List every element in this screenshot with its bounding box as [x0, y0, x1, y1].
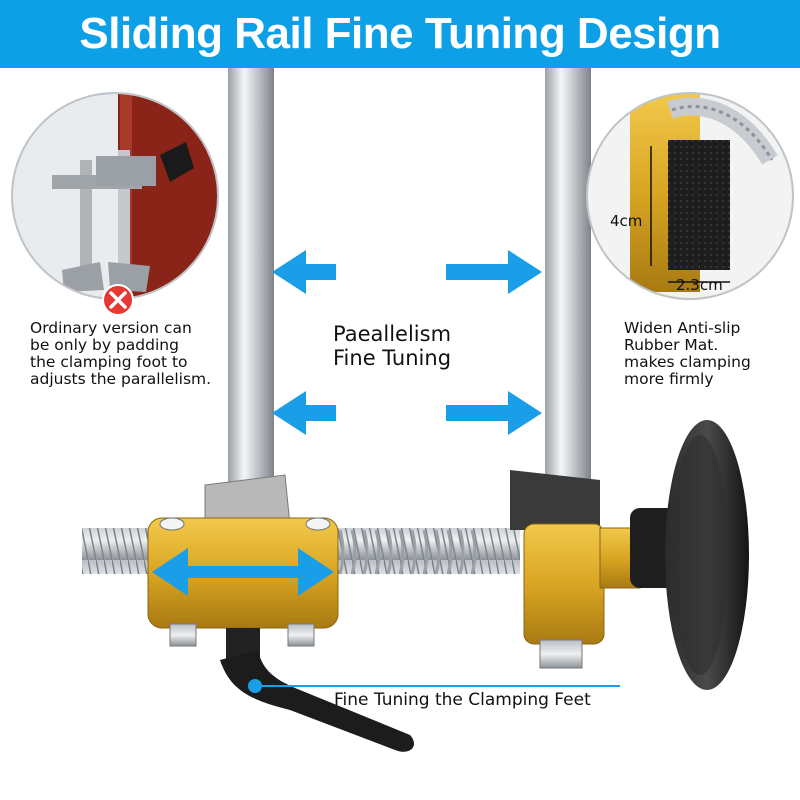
- arrow-right-icon: [446, 250, 542, 435]
- right-inset-caption: Widen Anti-slip Rubber Mat. makes clampi…: [624, 319, 751, 388]
- lever-handle: [220, 650, 415, 752]
- left-inset-caption: Ordinary version can be only by padding …: [30, 319, 212, 388]
- clamping-feet-caption: Fine Tuning the Clamping Feet: [334, 690, 591, 710]
- arrow-left-icon: [272, 250, 336, 435]
- left-inset-image: [12, 93, 218, 299]
- mat-width-label: 2.3cm: [676, 276, 723, 294]
- left-guide-rod: [228, 68, 274, 538]
- x-error-icon: [102, 284, 134, 316]
- double-arrow-icon: [152, 548, 334, 596]
- rubber-mat: [668, 140, 730, 270]
- title-banner: Sliding Rail Fine Tuning Design: [0, 0, 800, 68]
- mat-height-label: 4cm: [610, 212, 643, 230]
- page-title: Sliding Rail Fine Tuning Design: [79, 9, 721, 58]
- threaded-rod-left: [82, 528, 152, 574]
- right-guide-rod: [545, 68, 591, 528]
- spring: [338, 529, 477, 575]
- right-inset-image: [587, 93, 793, 299]
- right-clamp-block: [523, 523, 605, 645]
- parallelism-label: Paeallelism Fine Tuning: [333, 322, 452, 370]
